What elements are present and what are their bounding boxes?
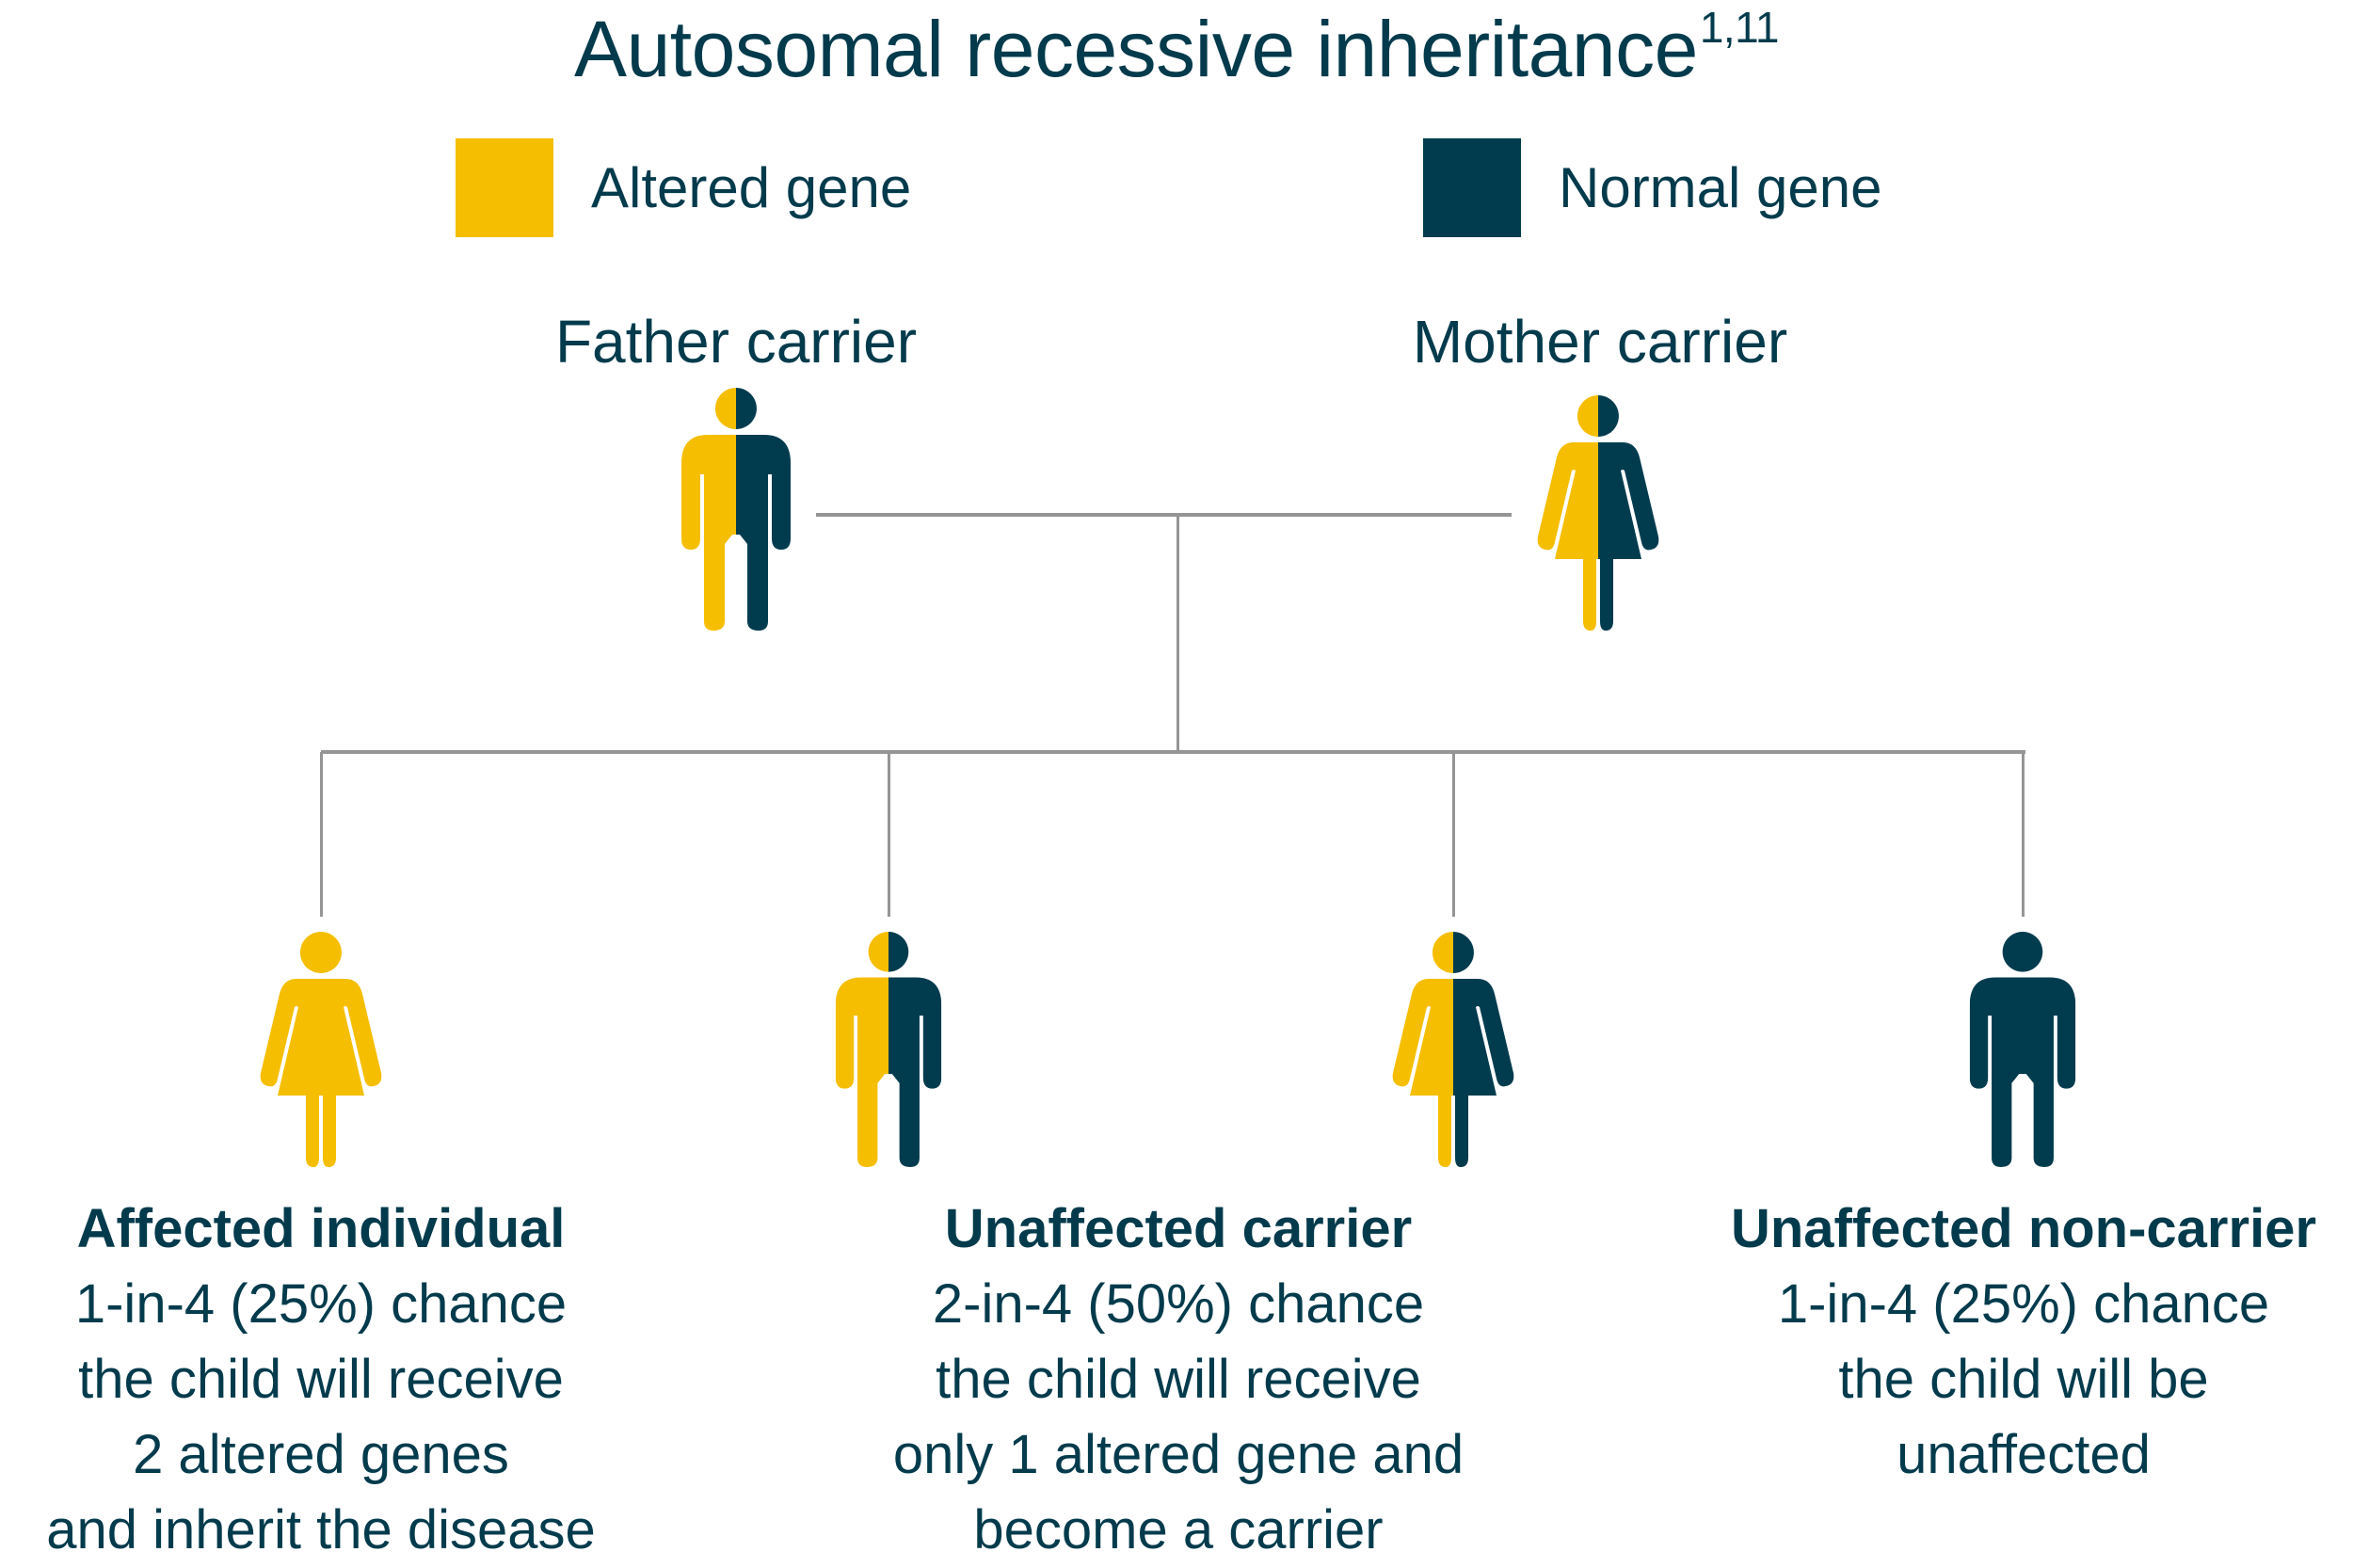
descent-line: [1176, 515, 1179, 752]
unaffected-non-carrier-caption: Unaffected non-carrier 1-in-4 (25%) chan…: [1731, 1192, 2316, 1493]
caption-line: the child will be: [1838, 1349, 2209, 1410]
gene-half-right: [2023, 932, 2076, 1167]
child-3-drop-line: [1452, 752, 1455, 917]
sibship-line: [321, 750, 2025, 754]
caption-line: 1-in-4 (25%) chance: [74, 1273, 568, 1335]
legend-item-altered: Altered gene: [456, 138, 911, 237]
caption-line: 2 altered genes: [133, 1424, 509, 1485]
child-4-figure-icon: [1969, 932, 2076, 1167]
child-2-figure-icon: [835, 932, 942, 1167]
mother-label: Mother carrier: [1412, 308, 1788, 376]
title-citation: 1,11: [1699, 3, 1780, 52]
unaffected-carrier-caption: Unaffected carrier 2-in-4 (50%) chance t…: [893, 1192, 1464, 1568]
gene-half-right: [736, 388, 791, 631]
gene-half-right: [888, 932, 942, 1167]
gene-half-left: [835, 932, 888, 1167]
gene-half-left: [260, 932, 321, 1167]
normal-gene-swatch: [1423, 138, 1521, 237]
gene-half-left: [681, 388, 736, 631]
child-1-figure-icon: [260, 932, 382, 1167]
father-figure-icon: [681, 388, 791, 631]
affected-individual-caption: Affected individual 1-in-4 (25%) chance …: [46, 1192, 596, 1568]
caption-line: 2-in-4 (50%) chance: [932, 1273, 1425, 1335]
gene-half-left: [1969, 932, 2023, 1167]
legend-item-normal: Normal gene: [1423, 138, 1882, 237]
gene-half-left: [1537, 395, 1598, 631]
caption-line: only 1 altered gene and: [892, 1424, 1465, 1485]
caption-line: and inherit the disease: [46, 1499, 596, 1560]
gene-half-right: [1453, 932, 1514, 1167]
child-3-figure-icon: [1392, 932, 1514, 1167]
caption-line: become a carrier: [973, 1499, 1384, 1560]
child-4-drop-line: [2022, 752, 2025, 917]
caption-line: unaffected: [1897, 1424, 2151, 1485]
gene-half-left: [1392, 932, 1453, 1167]
legend-label-altered: Altered gene: [591, 155, 912, 219]
altered-gene-swatch: [456, 138, 553, 237]
child-2-drop-line: [888, 752, 890, 917]
gene-half-right: [1598, 395, 1659, 631]
legend-label-normal: Normal gene: [1559, 155, 1882, 219]
father-label: Father carrier: [554, 308, 918, 376]
mother-figure-icon: [1537, 395, 1659, 631]
caption-heading: Unaffected carrier: [944, 1198, 1413, 1259]
caption-line: the child will receive: [936, 1349, 1421, 1410]
diagram-title: Autosomal recessive inheritance1,11: [0, 2, 2353, 108]
gene-half-right: [321, 932, 382, 1167]
title-text: Autosomal recessive inheritance: [574, 5, 1698, 93]
parents-connector-line: [816, 513, 1512, 517]
caption-line: 1-in-4 (25%) chance: [1777, 1273, 2270, 1335]
caption-heading: Unaffected non-carrier: [1730, 1198, 2317, 1259]
caption-heading: Affected individual: [76, 1198, 566, 1259]
child-1-drop-line: [320, 752, 323, 917]
caption-line: the child will receive: [78, 1349, 564, 1410]
